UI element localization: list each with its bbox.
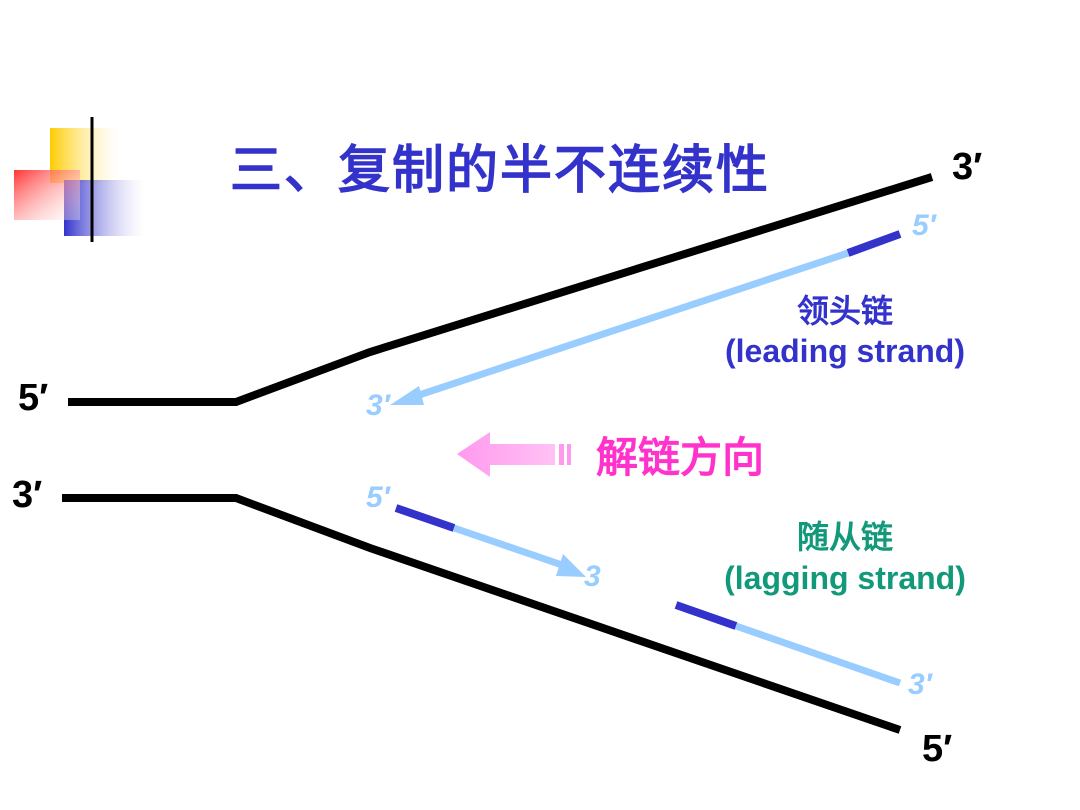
page-title: 三、复制的半不连续性 xyxy=(230,141,771,201)
template-strand-bottom xyxy=(62,494,902,734)
lagging-new-strand-1 xyxy=(452,524,567,570)
unwinding-arrow-dash-1 xyxy=(559,444,564,465)
template-strand-top xyxy=(68,173,934,406)
leading-primer xyxy=(846,230,902,257)
top-right-3-prime-label: 3′ xyxy=(952,146,983,188)
unwinding-direction-label: 解链方向 xyxy=(596,434,765,481)
lagging-primer-1 xyxy=(394,504,456,532)
header-decoration xyxy=(14,117,1020,242)
lagging-fragment-2 xyxy=(674,601,902,687)
lagging-fragment-1 xyxy=(394,504,586,577)
lagging-3-prime-label-2: 3′ xyxy=(908,668,932,701)
bottom-right-5-prime-label: 5′ xyxy=(922,728,953,770)
lagging-primer-2 xyxy=(674,601,738,630)
leading-strand-label-cn: 领头链 xyxy=(796,293,893,329)
lagging-strand-label-en: (lagging strand) xyxy=(724,560,966,596)
template-strands xyxy=(62,173,934,734)
top-left-5-prime-label: 5′ xyxy=(18,377,49,419)
lagging-5-prime-label: 5′ xyxy=(366,481,390,514)
unwinding-arrow-dash-2 xyxy=(567,444,571,465)
leading-strand xyxy=(390,230,902,405)
unwinding-arrow xyxy=(457,432,571,477)
unwinding-arrow-body xyxy=(457,432,555,477)
leading-new-strand xyxy=(408,249,850,402)
lagging-3-prime-label-1: 3 xyxy=(584,560,601,593)
bottom-left-3-prime-label: 3′ xyxy=(12,474,43,516)
lagging-new-strand-2 xyxy=(734,622,902,687)
leading-5-prime-label: 5′ xyxy=(912,209,936,242)
lagging-arrowhead-1 xyxy=(556,554,586,577)
lagging-strand-label-cn: 随从链 xyxy=(796,519,893,555)
leading-strand-label-en: (leading strand) xyxy=(724,333,965,369)
leading-arrowhead xyxy=(390,386,424,405)
leading-3-prime-label: 3′ xyxy=(366,389,390,422)
